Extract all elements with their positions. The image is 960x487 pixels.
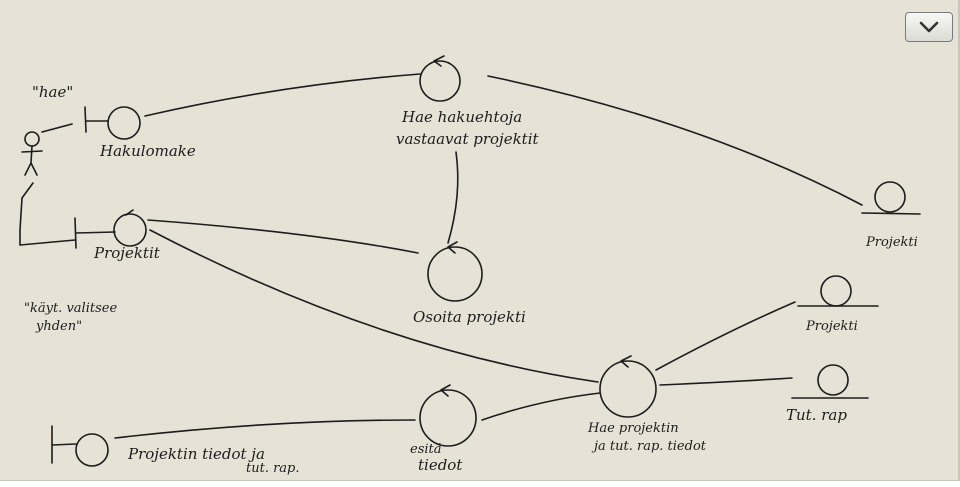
esita-tiedot-label-1: esitä (410, 442, 442, 457)
boundary-projektin-tiedot (51, 425, 109, 467)
hae-projektin-to-projekti-line (655, 301, 796, 371)
actor-figure (21, 131, 43, 176)
collapse-button[interactable] (905, 12, 953, 42)
projekti-top-label: Projekti (865, 235, 918, 250)
chevron-down-icon (919, 21, 939, 33)
tut-rap-label: Tut. rap (786, 406, 847, 424)
esita-tiedot-label-2: tiedot (418, 456, 463, 474)
actor-body (21, 145, 43, 176)
control-osoita-projekti (427, 241, 483, 302)
hae-projektin-label-2: ja tut. rap. tiedot (591, 439, 707, 454)
boundary-projektit (74, 209, 147, 249)
projektin-tiedot-to-esita-line (114, 419, 416, 439)
hae-projektin-to-tutrap-line (659, 377, 793, 386)
hae-to-osoita-line (447, 151, 459, 244)
entity-tut-rap (791, 364, 869, 399)
hakulomake-to-hae-line (144, 73, 421, 117)
projektit-label: Projektit (93, 244, 161, 262)
hae-projektin-label-1: Hae projektin (587, 421, 679, 436)
actor-note-line-2: yhden" (35, 319, 82, 334)
control-esita-tiedot (419, 384, 477, 447)
projektin-tiedot-label-2: tut. rap. (246, 461, 300, 476)
control-hae-projektin (599, 355, 657, 418)
hae-to-projekti-line (487, 75, 863, 206)
boundary-hakulomake (84, 106, 141, 140)
connectors (19, 73, 863, 439)
actor-head (24, 131, 40, 147)
entity-projekti-top (861, 181, 921, 215)
hakulomake-label: Hakulomake (99, 142, 196, 160)
projekti-mid-label: Projekti (805, 319, 858, 334)
projektit-to-osoita-line (147, 219, 419, 254)
hae-hakuehtoja-label-1: Hae hakuehtoja (401, 108, 522, 126)
hae-hakuehtoja-label-2: vastaavat projektit (396, 130, 539, 148)
projektin-tiedot-label-1: Projektin tiedot ja (127, 445, 265, 463)
actor-to-hakulomake-line (41, 123, 73, 133)
esita-to-hae-projektin-line (481, 392, 601, 421)
osoita-projekti-label: Osoita projekti (413, 308, 526, 326)
projektit-to-hae-projektin-line (149, 229, 599, 383)
actor-note-line-1: "käyt. valitsee (24, 301, 117, 316)
entity-projekti-mid (797, 275, 879, 307)
actor-quote: "hae" (32, 83, 73, 101)
control-hae-hakuehtoja (419, 55, 461, 102)
actor-to-projektit-line (19, 182, 76, 246)
